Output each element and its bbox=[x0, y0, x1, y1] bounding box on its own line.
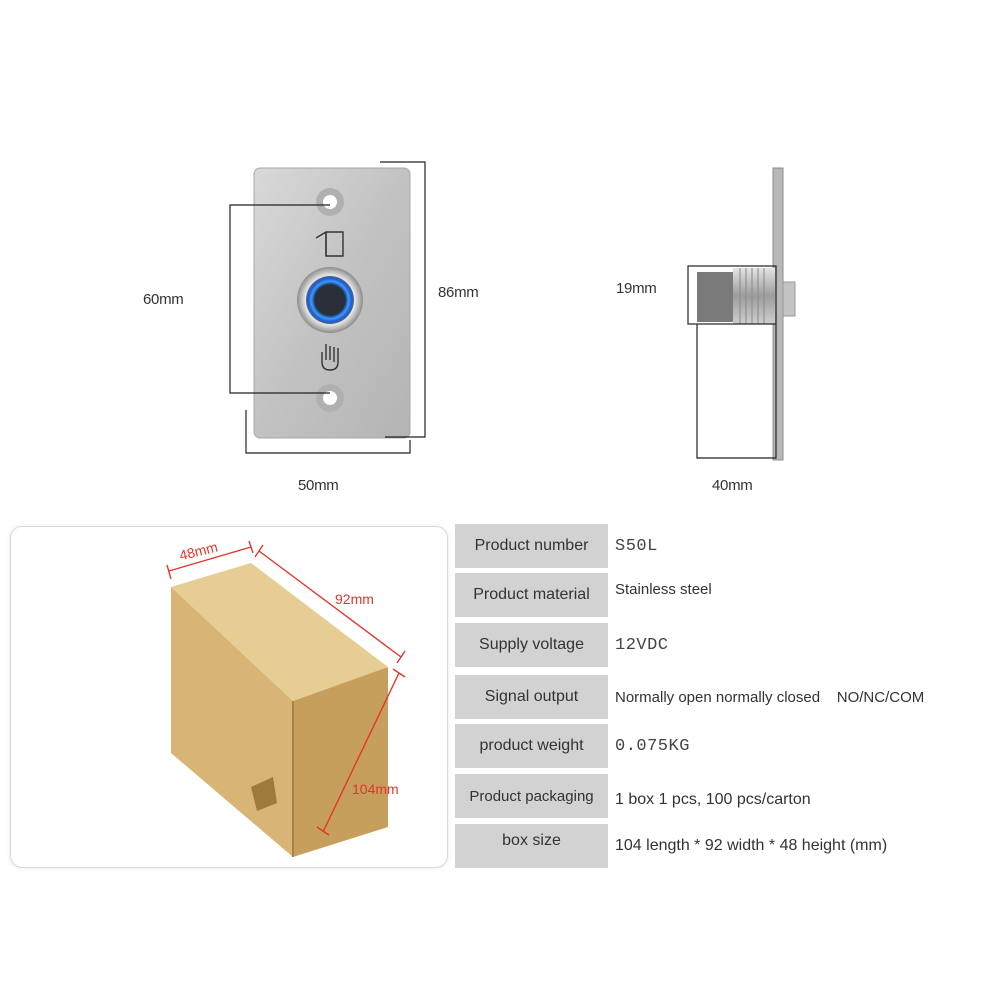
spec-label: Signal output bbox=[455, 675, 608, 719]
spec-row-product-weight: product weight 0.075KG bbox=[455, 724, 1000, 768]
dim-40mm-label: 40mm bbox=[712, 477, 753, 494]
spec-label: Product number bbox=[455, 524, 608, 568]
spec-row-product-number: Product number S50L bbox=[455, 524, 1000, 568]
spec-value: 0.075KG bbox=[615, 736, 690, 756]
front-plate bbox=[253, 167, 411, 439]
product-dimension-diagram bbox=[229, 161, 796, 461]
spec-value: 104 length * 92 width * 48 height (mm) bbox=[615, 837, 888, 854]
spec-row-product-material: Product material Stainless steel bbox=[455, 573, 1000, 617]
dim-86mm-label: 86mm bbox=[438, 284, 479, 301]
box-width-label: 92mm bbox=[335, 591, 374, 607]
spec-label: Product material bbox=[455, 573, 608, 617]
dim-60mm-label: 60mm bbox=[143, 291, 184, 308]
spec-row-signal-output: Signal output Normally open normally clo… bbox=[455, 675, 1000, 719]
spec-value: Normally open normally closed NO/NC/COM bbox=[615, 688, 925, 706]
side-view bbox=[697, 167, 796, 461]
dim-50mm-label: 50mm bbox=[298, 477, 339, 494]
spec-value: 12VDC bbox=[615, 635, 669, 655]
spec-row-box-size: box size 104 length * 92 width * 48 heig… bbox=[455, 824, 1000, 868]
side-dimension-lines bbox=[687, 265, 777, 459]
spec-label: Supply voltage bbox=[455, 623, 608, 667]
door-icon bbox=[315, 231, 344, 257]
spec-value: S50L bbox=[615, 536, 658, 556]
spec-label: Product packaging bbox=[455, 774, 608, 818]
spec-row-product-packaging: Product packaging 1 box 1 pcs, 100 pcs/c… bbox=[455, 774, 1000, 818]
spec-label: box size bbox=[455, 824, 608, 868]
spec-value: 1 box 1 pcs, 100 pcs/carton bbox=[615, 791, 811, 808]
front-dimension-lines bbox=[229, 161, 426, 454]
hand-icon bbox=[321, 344, 339, 371]
box-height-label: 104mm bbox=[352, 781, 399, 797]
spec-value: Stainless steel bbox=[615, 581, 712, 598]
dim-19mm-label: 19mm bbox=[616, 280, 657, 297]
spec-label: product weight bbox=[455, 724, 608, 768]
spec-row-supply-voltage: Supply voltage 12VDC bbox=[455, 623, 1000, 667]
packaging-box-panel: 48mm 92mm 104mm bbox=[10, 526, 448, 868]
cardboard-box-illustration bbox=[166, 540, 406, 857]
